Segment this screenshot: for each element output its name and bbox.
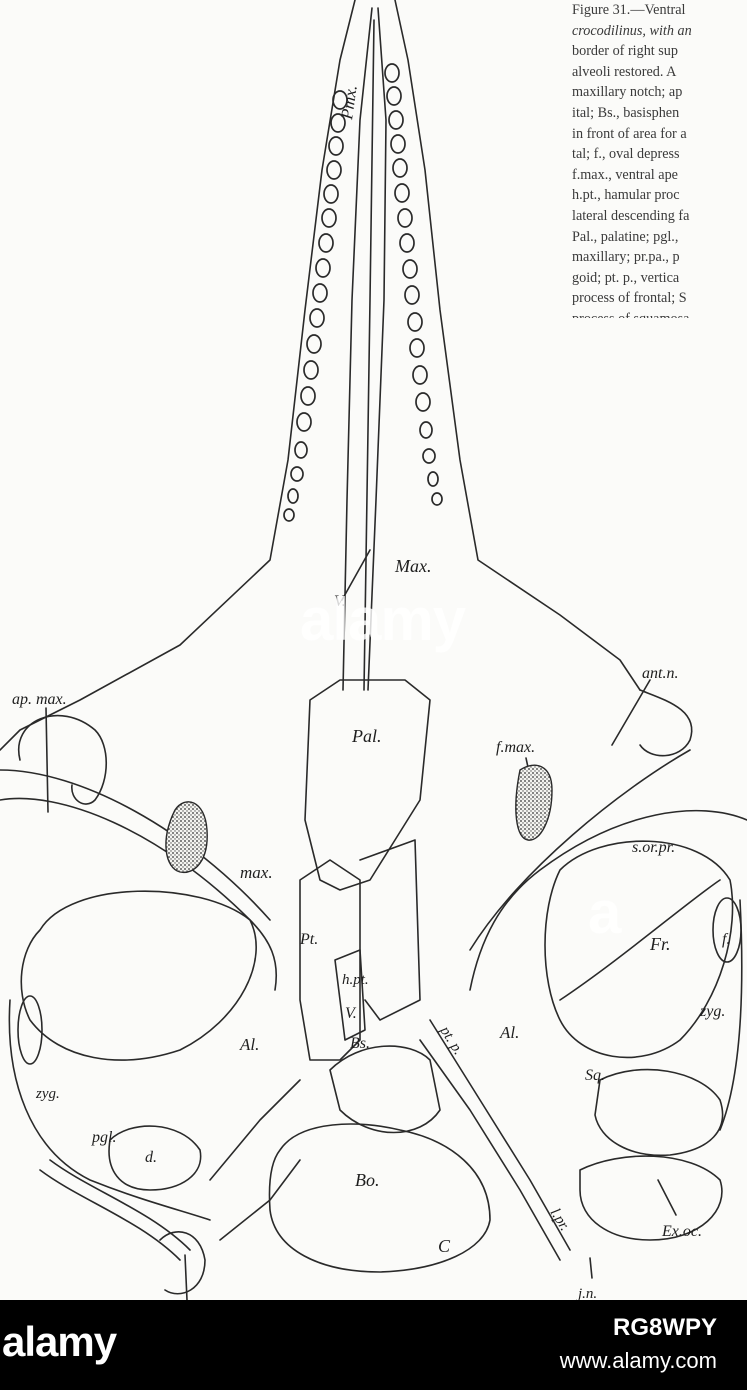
watermark-logo-center: alamy: [300, 586, 466, 653]
label-max-upper: Max.: [394, 556, 431, 576]
caption-line: tal; f., oval depress: [572, 146, 680, 163]
caption-line: maxillary; pr.pa., p: [572, 249, 680, 266]
caption-line: process of squamosa: [572, 309, 747, 318]
pterygoid-process: [419, 1039, 561, 1261]
label-v-lower: V.: [345, 1005, 357, 1022]
stock-footer-bar: alamy RG8WPY www.alamy.com: [0, 1300, 747, 1390]
label-f: f.: [722, 931, 730, 948]
premaxilla-line-right: [367, 7, 387, 691]
maxillary-notch-left: [17, 714, 108, 805]
label-bo: Bo.: [355, 1170, 380, 1190]
caption-line: goid; pt. p., vertica: [572, 269, 680, 286]
right-orbit: [544, 840, 734, 1059]
right-foramen-fmax: [515, 764, 553, 841]
label-ant-n: ant.n.: [642, 665, 678, 682]
label-fr: Fr.: [649, 934, 671, 954]
skull-ventral-view-drawing: Pmx. Max. V. ant.n. ap. max. Pal. f.max.…: [0, 0, 747, 1300]
postglenoid: [108, 1125, 202, 1191]
caption-line: f.max., ventral ape: [572, 166, 678, 183]
label-s-or-pr: s.or.pr.: [632, 839, 675, 856]
label-c: C: [438, 1236, 451, 1256]
caption-line: alveoli restored. A: [572, 63, 677, 80]
label-pt: Pt.: [299, 931, 318, 948]
rostrum-outline: [0, 0, 356, 751]
label-h-pt: h.pt.: [342, 972, 369, 988]
label-v-upper: V.: [334, 593, 346, 610]
caption-line: in front of area for a: [572, 125, 687, 142]
caption-line: border of right sup: [572, 43, 678, 60]
label-f-max: f.max.: [496, 739, 535, 756]
label-max-lower: max.: [240, 863, 273, 882]
caption-line: maxillary notch; ap: [572, 84, 683, 101]
label-ap-max: ap. max.: [12, 691, 67, 708]
pterygoid: [299, 859, 361, 1061]
left-zygomatic-arch: [0, 797, 278, 991]
figure-caption: Figure 31.—Ventral crocodilinus, with an b…: [572, 0, 747, 318]
label-zyg-left: zyg.: [35, 1086, 60, 1102]
hamular-process: [334, 949, 366, 1041]
caption-line: ital; Bs., basisphen: [572, 104, 680, 121]
label-l-pr: l.pr.: [547, 1206, 573, 1234]
label-d: d.: [145, 1149, 157, 1166]
label-ex-oc: Ex.oc.: [661, 1223, 702, 1240]
caption-line: lateral descending fa: [572, 207, 690, 224]
label-j-n: j.n.: [576, 1286, 597, 1300]
label-zyg-right: zyg.: [699, 1003, 725, 1020]
palatine: [304, 679, 431, 891]
label-pmx: Pmx.: [337, 84, 361, 122]
label-bs: Bs.: [350, 1035, 370, 1052]
basisphenoid: [329, 1045, 441, 1134]
caption-line: Figure 31.—Ventral: [572, 2, 686, 18]
label-al-right: Al.: [499, 1023, 519, 1042]
caption-line: Pal., palatine; pgl.,: [572, 228, 679, 245]
rostrum-outline-right: [394, 0, 641, 691]
footer-image-id: RG8WPY: [612, 1314, 717, 1341]
footer-url-link[interactable]: www.alamy.com: [559, 1348, 717, 1373]
left-foramen: [165, 801, 208, 874]
left-orbit: [20, 890, 257, 1061]
caption-line: h.pt., hamular proc: [572, 187, 680, 204]
exoccipital: [579, 1155, 723, 1241]
label-pgl: pgl.: [91, 1129, 116, 1146]
label-pt-p: pt. p.: [436, 1023, 466, 1058]
caption-line: process of frontal; S: [572, 290, 687, 307]
footer-logo: alamy: [2, 1318, 117, 1365]
label-al-left: Al.: [239, 1035, 259, 1054]
watermark-logo-right: a: [588, 879, 622, 946]
left-oval-depression: [17, 995, 43, 1065]
basioccipital: [268, 1123, 491, 1273]
label-sq: Sq.: [585, 1067, 605, 1084]
caption-line: crocodilinus, with an: [572, 22, 692, 39]
label-pal: Pal.: [351, 726, 382, 746]
premaxilla-line: [342, 7, 373, 691]
squamosal: [594, 1068, 724, 1157]
maxillary-notch-right: [639, 689, 693, 757]
